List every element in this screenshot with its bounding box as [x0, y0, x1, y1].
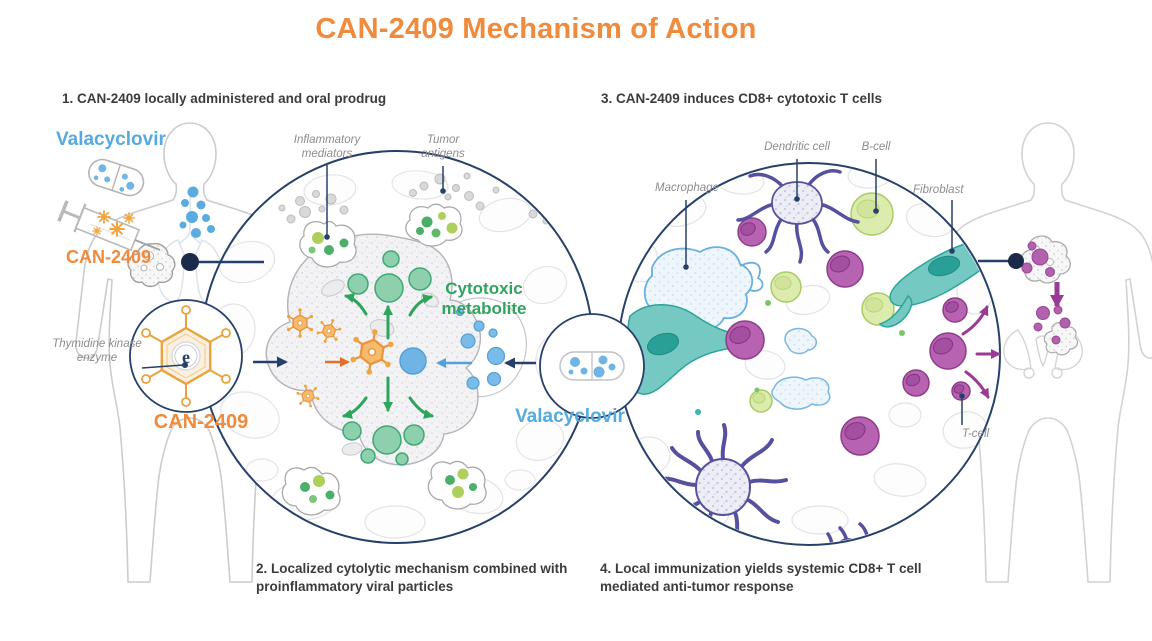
- t-cells: [725, 217, 971, 456]
- swallowed-prodrug-dots: [179, 186, 215, 238]
- syringe-icon: [57, 200, 161, 252]
- inflammatory-mediator-dots: [278, 190, 349, 224]
- step1-caption: 1. CAN-2409 locally administered and ora…: [62, 91, 387, 106]
- b-cells: [749, 192, 895, 413]
- dendritic-cell-label: Dendritic cell: [764, 141, 830, 153]
- tcell-egress-arrows: [961, 305, 1001, 399]
- valacyclovir-pill-label: Valacyclovir: [515, 406, 625, 427]
- cytotoxic-metabolite-cloud: [342, 250, 432, 466]
- metabolite-release-arrows: [342, 293, 434, 419]
- valacyclovir-dots: [455, 307, 506, 390]
- inflammatory-mediator-cell: [299, 220, 357, 268]
- valacyclovir-oral-label: Valacyclovir: [56, 129, 166, 150]
- small-signal-dots: [695, 300, 905, 415]
- cytotoxic-metabolite-label: Cytotoxic metabolite: [441, 279, 527, 318]
- immune-response-circle: [617, 162, 1001, 546]
- macrophage-small-1: [771, 376, 831, 410]
- can2409-vector-label: CAN-2409: [153, 411, 249, 433]
- macrophage-small-2: [784, 327, 818, 355]
- t-cell-label: T-cell: [962, 428, 990, 440]
- page-title: CAN-2409 Mechanism of Action: [315, 13, 757, 45]
- fibroblast-label: Fibroblast: [913, 184, 964, 196]
- bottom-mediator-cells: [281, 460, 487, 516]
- step4-caption: 4. Local immunization yields systemic CD…: [600, 561, 922, 594]
- thymidine-kinase-circle: e: [129, 299, 243, 413]
- pointer-lines: [141, 159, 965, 425]
- tumor-antigen-cell: [405, 203, 463, 247]
- step3-caption: 3. CAN-2409 induces CD8+ cytotoxic T cel…: [601, 91, 882, 106]
- macrophage-label: Macrophage: [655, 182, 719, 194]
- step2-caption: 2. Localized cytolytic mechanism combine…: [256, 561, 568, 594]
- pill-capsule-icon: [88, 158, 145, 197]
- svg-text:e: e: [182, 347, 190, 367]
- inflammatory-mediators-label: Inflammatory mediators: [293, 134, 361, 161]
- cytotoxic-metabolite-dot: [399, 347, 427, 375]
- chest-tumor: [127, 242, 176, 288]
- dendritic-cell-top: [736, 169, 860, 264]
- can2409-injection-label: CAN-2409: [66, 247, 152, 267]
- b-cell-label: B-cell: [861, 141, 891, 153]
- thymidine-kinase-label: Thymidine kinase enzyme: [52, 338, 142, 365]
- valacyclovir-pill-circle: [539, 313, 645, 419]
- fibroblast-cell-left: [625, 304, 750, 395]
- right-body-silhouette: [933, 122, 1152, 583]
- connector-lines: [181, 253, 1024, 271]
- viral-vector-icon: e: [141, 305, 231, 407]
- pill-icon: [559, 351, 625, 381]
- metastasis-tumor-with-tcells: [1033, 305, 1079, 356]
- primary-tumor-with-tcells: [1020, 235, 1071, 284]
- tumor-microenvironment-circle: [200, 150, 594, 544]
- tumor-antigens-label: Tumor antigens: [421, 134, 465, 161]
- left-body-silhouette: [57, 122, 305, 583]
